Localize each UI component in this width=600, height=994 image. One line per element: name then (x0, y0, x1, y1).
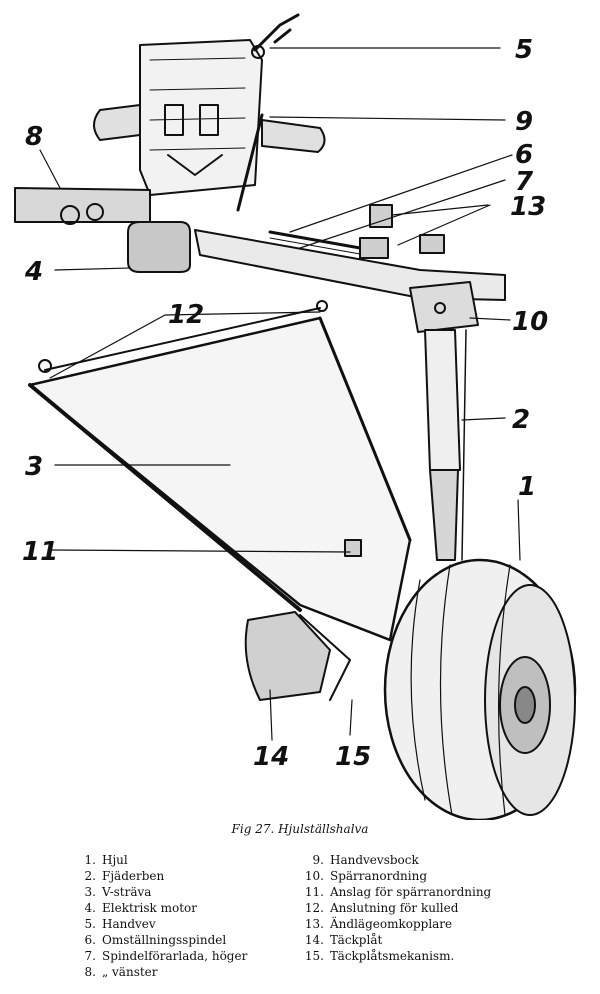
handcrank-shape (253, 13, 300, 52)
legend-number: 2. (84, 869, 96, 883)
legend-item: 3. V-sträva (60, 884, 300, 900)
legend-item: 15. Täckplåtsmekanism. (300, 948, 580, 964)
legend-number: 1. (84, 853, 96, 867)
legend-text: V-sträva (102, 885, 152, 899)
callout-11: 11 (22, 537, 58, 567)
callout-7: 7 (515, 167, 534, 197)
left-rail (14, 187, 151, 223)
figure-caption: Fig 27. Hjulställshalva (231, 822, 369, 836)
callout-5: 5 (515, 35, 533, 65)
callout-14: 14 (253, 742, 289, 772)
motor-shape (127, 221, 191, 273)
spindle-beam (194, 229, 506, 301)
legend-text: Anslag för spärranordning (330, 885, 492, 899)
legend-number: 7. (84, 949, 96, 963)
legend-text: Hjul (102, 853, 128, 867)
legend-item: 7. Spindelförarlada, höger (60, 948, 300, 964)
callout-15: 15 (335, 742, 371, 772)
legend-item: 5. Handvev (60, 916, 300, 932)
callout-12: 12 (168, 300, 204, 330)
legend-item: 6. Omställningsspindel (60, 932, 300, 948)
callout-10: 10 (512, 307, 548, 337)
legend-number: 14. (304, 933, 324, 947)
legend-item: 14. Täckplåt (300, 932, 580, 948)
legend-text: Handvev (102, 917, 156, 931)
legend-number: 11. (304, 885, 324, 899)
legend-text: Täckplåtsmekanism. (330, 949, 455, 963)
legend-number: 4. (84, 901, 96, 915)
legend-column-right: 9. Handvevsbock 10. Spärranordning 11. Ansl… (300, 852, 580, 964)
callout-6: 6 (515, 140, 533, 170)
callout-3: 3 (25, 452, 43, 482)
legend-text: Täckplåt (330, 933, 383, 947)
cover-plate (244, 611, 331, 701)
legend-text: Spindelförarlada, höger (102, 949, 248, 963)
callout-labels: 5 9 8 6 7 13 4 12 10 2 3 1 11 14 15 (22, 35, 548, 772)
legend-text: Elektrisk motor (102, 901, 197, 915)
legend-number: 12. (304, 901, 324, 915)
legend-item: 13. Ändlägeomkopplare (300, 916, 580, 932)
legend-item: 10. Spärranordning (300, 868, 580, 884)
legend-number: 8. (84, 965, 96, 979)
callout-13: 13 (510, 192, 546, 222)
callout-2: 2 (512, 405, 530, 435)
legend-number: 6. (84, 933, 96, 947)
legend-text: Omställningsspindel (102, 933, 227, 947)
callout-9: 9 (515, 107, 533, 137)
legend-number: 5. (84, 917, 96, 931)
legend-item: 4. Elektrisk motor (60, 900, 300, 916)
callout-8: 8 (25, 122, 43, 152)
v-strut-panel (28, 316, 412, 642)
legend-item: 12. Anslutning för kulled (300, 900, 580, 916)
legend-text: Fjäderben (102, 869, 165, 883)
legend-text: „ vänster (102, 965, 158, 979)
callout-4: 4 (24, 257, 43, 287)
legend-column-left: 1. Hjul 2. Fjäderben 3. V-sträva 4. Elektris… (60, 852, 300, 980)
legend-text: Ändlägeomkopplare (330, 917, 453, 931)
legend-text: Spärranordning (330, 869, 428, 883)
legend-item: 8. „ vänster (60, 964, 300, 980)
legend-number: 15. (304, 949, 324, 963)
legend-text: Anslutning för kulled (330, 901, 459, 915)
legend-number: 9. (312, 853, 324, 867)
landing-gear-drawing: 5 9 8 6 7 13 4 12 10 2 3 1 11 14 15 (14, 13, 577, 820)
legend-item: 11. Anslag för spärranordning (300, 884, 580, 900)
legend-item: 2. Fjäderben (60, 868, 300, 884)
legend-number: 3. (84, 885, 96, 899)
legend-item: 1. Hjul (60, 852, 300, 868)
legend-text: Handvevsbock (330, 853, 419, 867)
callout-1: 1 (518, 472, 536, 502)
legend-number: 10. (304, 869, 324, 883)
legend-number: 13. (304, 917, 324, 931)
legend-item: 9. Handvevsbock (300, 852, 580, 868)
shock-strut (424, 329, 461, 471)
